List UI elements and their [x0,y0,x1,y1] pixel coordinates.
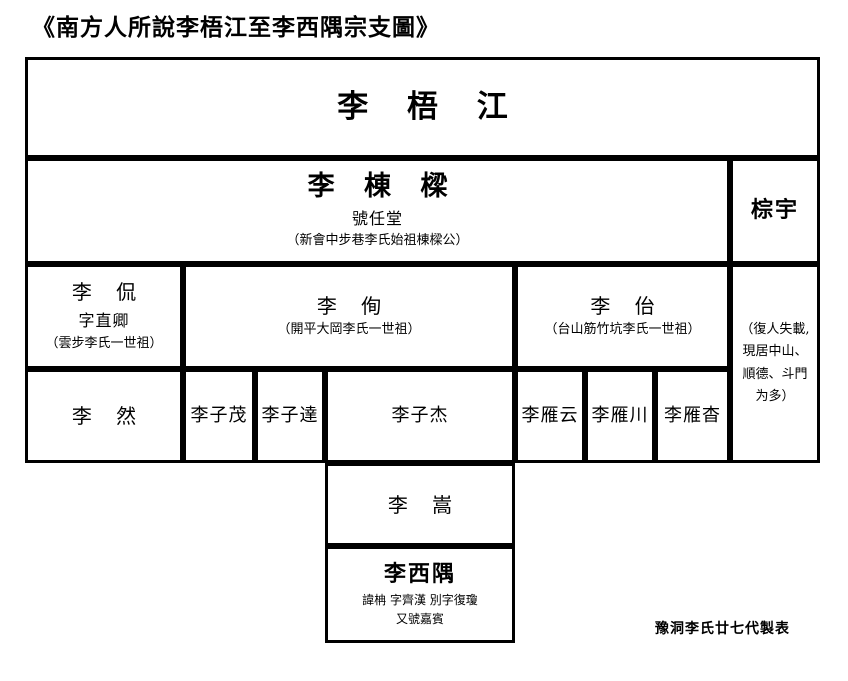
generation-4-cell-li-yanyun: 李雁云 [515,369,585,463]
generation-6-detail-line-1: 諱柟 字齊漢 別字復瓊 [362,593,478,608]
generation-6-detail-line-2: 又號嘉賓 [395,612,444,627]
generation-4-cell-li-yanchuan: 李雁川 [585,369,655,463]
side-branch-note-cell: （復人失載, 現居中山、 順德、斗門 为多） [730,264,820,463]
generation-5-cell-li-song: 李 嵩 [325,463,515,546]
generation-4-cell-li-zijie: 李子杰 [325,369,515,463]
generation-2-hall-name: 號任堂 [351,209,403,229]
generation-3-note-1: （開平大岡李氏一世祖） [277,322,421,338]
generation-6-name: 李西隅 [383,560,456,587]
generation-2-name: 李 棟 樑 [307,170,458,202]
generation-3-courtesy-0: 字直卿 [78,311,130,331]
generation-1-cell-li-wujiang: 李 梧 江 [25,57,820,158]
generation-4-name-3: 李子杰 [391,405,449,427]
generation-4-name-5: 李雁川 [591,405,649,427]
generation-4-name-6: 李雁杳 [664,405,721,427]
generation-3-cell-li-yi: 李 佁 （台山筋竹坑李氏一世祖） [515,264,730,369]
side-branch-note: （復人失載, 現居中山、 順德、斗門 为多） [736,319,813,407]
generation-2-cell-li-dongliang: 李 棟 樑 號任堂 （新會中步巷李氏始祖棟樑公） [25,158,730,264]
side-branch-note-line-3: 順德、斗門 [742,366,808,382]
generation-2-note: （新會中步巷李氏始祖棟樑公） [286,233,469,249]
generation-4-name-0: 李 然 [71,404,146,428]
generation-3-name-2: 李 佁 [590,294,664,319]
generation-4-cell-li-zimao: 李子茂 [183,369,255,463]
generation-3-note-2: （台山筋竹坑李氏一世祖） [544,322,701,338]
generation-3-cell-li-kan: 李 侃 字直卿 （雲步李氏一世祖） [25,264,183,369]
generation-6-cell-li-xiyu: 李西隅 諱柟 字齊漢 別字復瓊 又號嘉賓 [325,546,515,643]
generation-4-cell-li-zida: 李子達 [255,369,325,463]
generation-4-name-2: 李子達 [261,405,319,427]
generation-5-name: 李 嵩 [387,492,462,517]
generation-3-note-0: （雲步李氏一世祖） [45,335,163,351]
side-branch-name: 棕宇 [750,197,799,224]
side-branch-note-line-4: 为多） [755,388,795,404]
compiler-signature: 豫洞李氏廿七代製表 [655,621,790,637]
generation-4-cell-li-ran: 李 然 [25,369,183,463]
side-branch-cell-zongyu: 棕宇 [730,158,820,264]
side-branch-note-line-2: 現居中山、 [742,344,808,360]
generation-4-name-4: 李雁云 [521,405,579,427]
page-title: 《南方人所說李梧江至李西隅宗支圖》 [32,14,440,41]
side-branch-note-line-1: （復人失載, [740,322,810,338]
generation-3-name-1: 李 侚 [316,294,391,319]
generation-3-name-0: 李 侃 [71,280,146,305]
generation-4-name-1: 李子茂 [190,405,248,427]
generation-3-cell-li-xun: 李 侚 （開平大岡李氏一世祖） [183,264,515,369]
generation-4-cell-li-yanyao: 李雁杳 [655,369,730,463]
generation-1-name: 李 梧 江 [337,89,522,126]
